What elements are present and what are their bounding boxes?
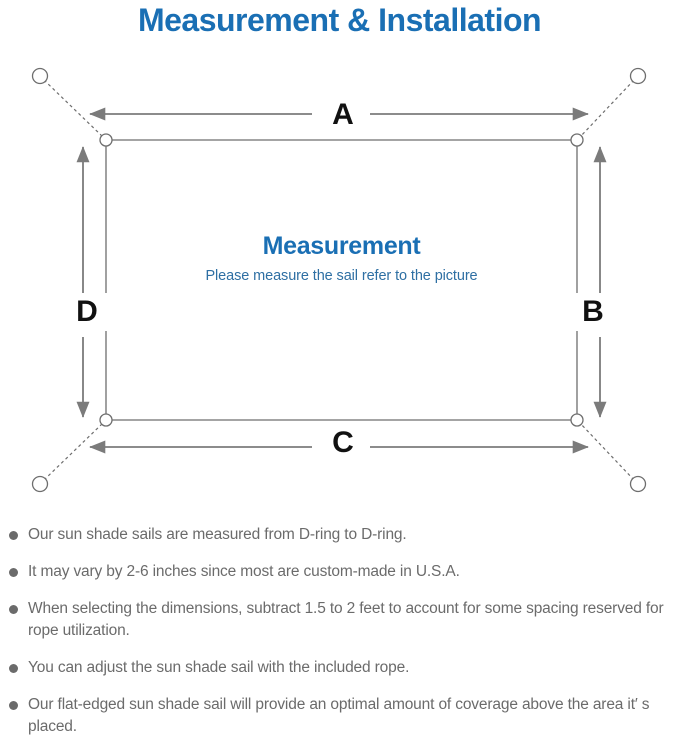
- anchor-bottom-left: [31, 475, 49, 493]
- measurement-heading: Measurement: [262, 232, 421, 260]
- dring-bottom-right: [570, 413, 584, 427]
- note-text: You can adjust the sun shade sail with t…: [28, 659, 410, 676]
- measurement-subtext: Please measure the sail refer to the pic…: [205, 268, 478, 284]
- bullet-icon: [9, 531, 18, 540]
- rope-line-top-right: [579, 79, 635, 138]
- dimension-label-a: A: [316, 98, 370, 132]
- note-text: When selecting the dimensions, subtract …: [28, 600, 664, 639]
- dring-top-right: [570, 133, 584, 147]
- dimension-label-c: C: [316, 426, 370, 460]
- bullet-icon: [9, 568, 18, 577]
- note-text: Our flat-edged sun shade sail will provi…: [28, 696, 650, 735]
- list-item: Our flat-edged sun shade sail will provi…: [0, 694, 679, 738]
- sail-measurement-diagram: A B C D Measurement Please measure the s…: [0, 45, 679, 515]
- anchor-top-left: [31, 67, 49, 85]
- dring-bottom-left: [99, 413, 113, 427]
- sail-center-text: Measurement Please measure the sail refe…: [105, 230, 578, 287]
- dimension-label-d: D: [64, 293, 110, 331]
- bullet-icon: [9, 605, 18, 614]
- list-item: You can adjust the sun shade sail with t…: [0, 657, 679, 679]
- dimension-label-b: B: [570, 293, 616, 331]
- bullet-icon: [9, 701, 18, 710]
- dring-top-left: [99, 133, 113, 147]
- note-text: Our sun shade sails are measured from D-…: [28, 526, 407, 543]
- sail-rectangle: [105, 139, 578, 421]
- rope-line-top-left: [43, 79, 104, 138]
- rope-line-bottom-left: [43, 422, 104, 481]
- bullet-icon: [9, 664, 18, 673]
- page-title: Measurement & Installation: [137, 2, 542, 38]
- list-item: Our sun shade sails are measured from D-…: [0, 524, 679, 546]
- list-item: It may vary by 2-6 inches since most are…: [0, 561, 679, 583]
- note-text: It may vary by 2-6 inches since most are…: [28, 563, 460, 580]
- notes-list: Our sun shade sails are measured from D-…: [0, 524, 679, 753]
- diagram-svg: [31, 67, 647, 493]
- rope-line-bottom-right: [579, 422, 635, 481]
- anchor-top-right: [629, 67, 647, 85]
- anchor-bottom-right: [629, 475, 647, 493]
- list-item: When selecting the dimensions, subtract …: [0, 598, 679, 642]
